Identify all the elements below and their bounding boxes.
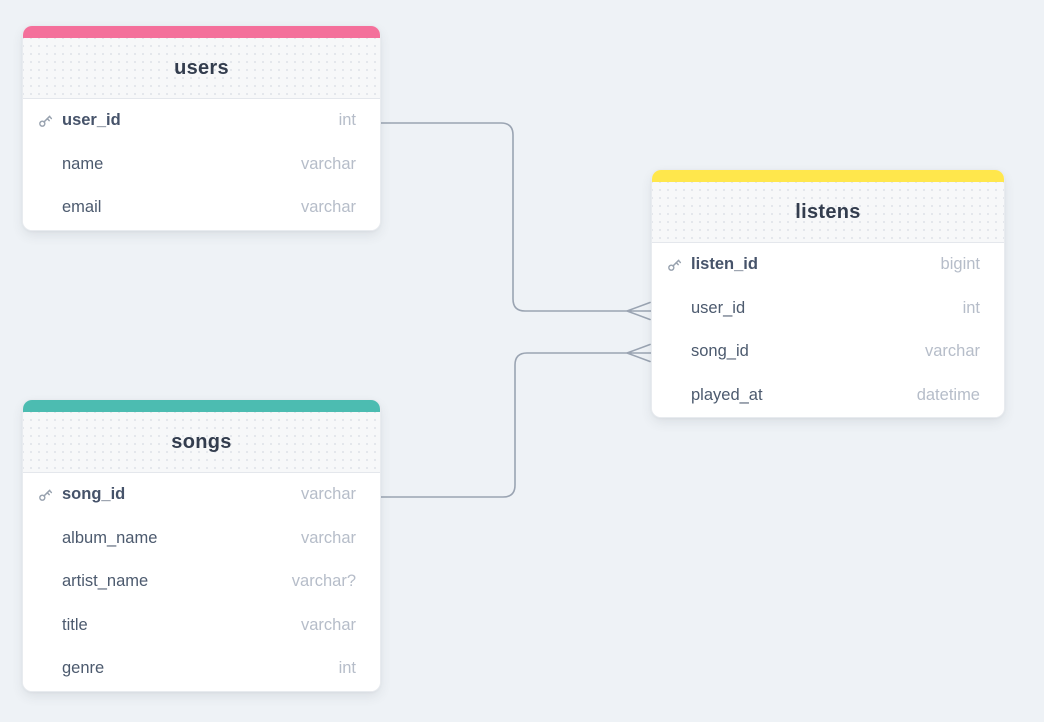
key-slot-empty <box>37 155 62 173</box>
field-row-listens-song_id[interactable]: song_id varchar <box>652 330 1004 374</box>
field-row-songs-song_id[interactable]: song_id varchar <box>23 473 380 517</box>
primary-key-slot <box>37 112 62 130</box>
field-row-listens-user_id[interactable]: user_id int <box>652 286 1004 330</box>
key-slot-empty <box>666 386 691 404</box>
field-type: varchar <box>300 154 356 173</box>
key-slot-empty <box>37 616 62 634</box>
field-name: user_id <box>691 298 746 317</box>
field-name: title <box>62 615 88 634</box>
field-row-songs-title[interactable]: title varchar <box>23 603 380 647</box>
field-name: played_at <box>691 385 763 404</box>
field-name: song_id <box>691 342 749 361</box>
table-users-accent-bar <box>23 26 380 38</box>
field-name: name <box>62 154 104 173</box>
table-songs-accent-bar <box>23 400 380 412</box>
table-users[interactable]: users user_id int name varchar <box>23 26 380 230</box>
field-name: song_id <box>62 485 126 504</box>
field-type: int <box>962 298 980 317</box>
table-songs[interactable]: songs song_id varchar album_name varchar <box>23 400 380 691</box>
key-slot-empty <box>37 199 62 217</box>
field-type: varchar <box>300 615 356 634</box>
primary-key-slot <box>37 486 62 504</box>
key-slot-empty <box>666 343 691 361</box>
table-name: users <box>174 56 229 79</box>
field-type: bigint <box>940 255 980 274</box>
field-type: varchar <box>300 198 356 217</box>
field-row-users-user_id[interactable]: user_id int <box>23 99 380 143</box>
field-row-songs-artist_name[interactable]: artist_name varchar? <box>23 560 380 604</box>
field-type: int <box>338 111 356 130</box>
field-type: varchar <box>300 485 356 504</box>
field-row-songs-album_name[interactable]: album_name varchar <box>23 516 380 560</box>
field-type: int <box>338 659 356 678</box>
field-type: datetime <box>916 385 980 404</box>
key-slot-empty <box>37 660 62 678</box>
key-slot-empty <box>37 573 62 591</box>
key-icon <box>39 115 53 128</box>
field-row-users-name[interactable]: name varchar <box>23 142 380 186</box>
field-name: artist_name <box>62 572 149 591</box>
field-name: genre <box>62 659 105 678</box>
field-name: email <box>62 198 102 217</box>
field-name: user_id <box>62 111 121 130</box>
table-users-header[interactable]: users <box>23 38 380 99</box>
table-listens-header[interactable]: listens <box>652 182 1004 243</box>
table-name: listens <box>795 200 861 223</box>
field-row-users-email[interactable]: email varchar <box>23 186 380 230</box>
field-name: listen_id <box>691 255 758 274</box>
field-row-listens-listen_id[interactable]: listen_id bigint <box>652 243 1004 287</box>
table-name: songs <box>171 430 232 453</box>
field-type: varchar <box>300 528 356 547</box>
field-name: album_name <box>62 528 158 547</box>
table-listens-accent-bar <box>652 170 1004 182</box>
key-icon <box>39 489 53 502</box>
table-songs-header[interactable]: songs <box>23 412 380 473</box>
field-row-songs-genre[interactable]: genre int <box>23 647 380 691</box>
key-icon <box>668 259 682 272</box>
field-row-listens-played_at[interactable]: played_at datetime <box>652 373 1004 417</box>
primary-key-slot <box>666 256 691 274</box>
key-slot-empty <box>37 529 62 547</box>
key-slot-empty <box>666 299 691 317</box>
relationship-songs-listens-line[interactable] <box>379 343 652 498</box>
table-listens[interactable]: listens listen_id bigint user_id int <box>652 170 1004 417</box>
relationship-users-listens-line[interactable] <box>379 122 652 321</box>
field-type: varchar? <box>291 572 356 591</box>
field-type: varchar <box>924 342 980 361</box>
